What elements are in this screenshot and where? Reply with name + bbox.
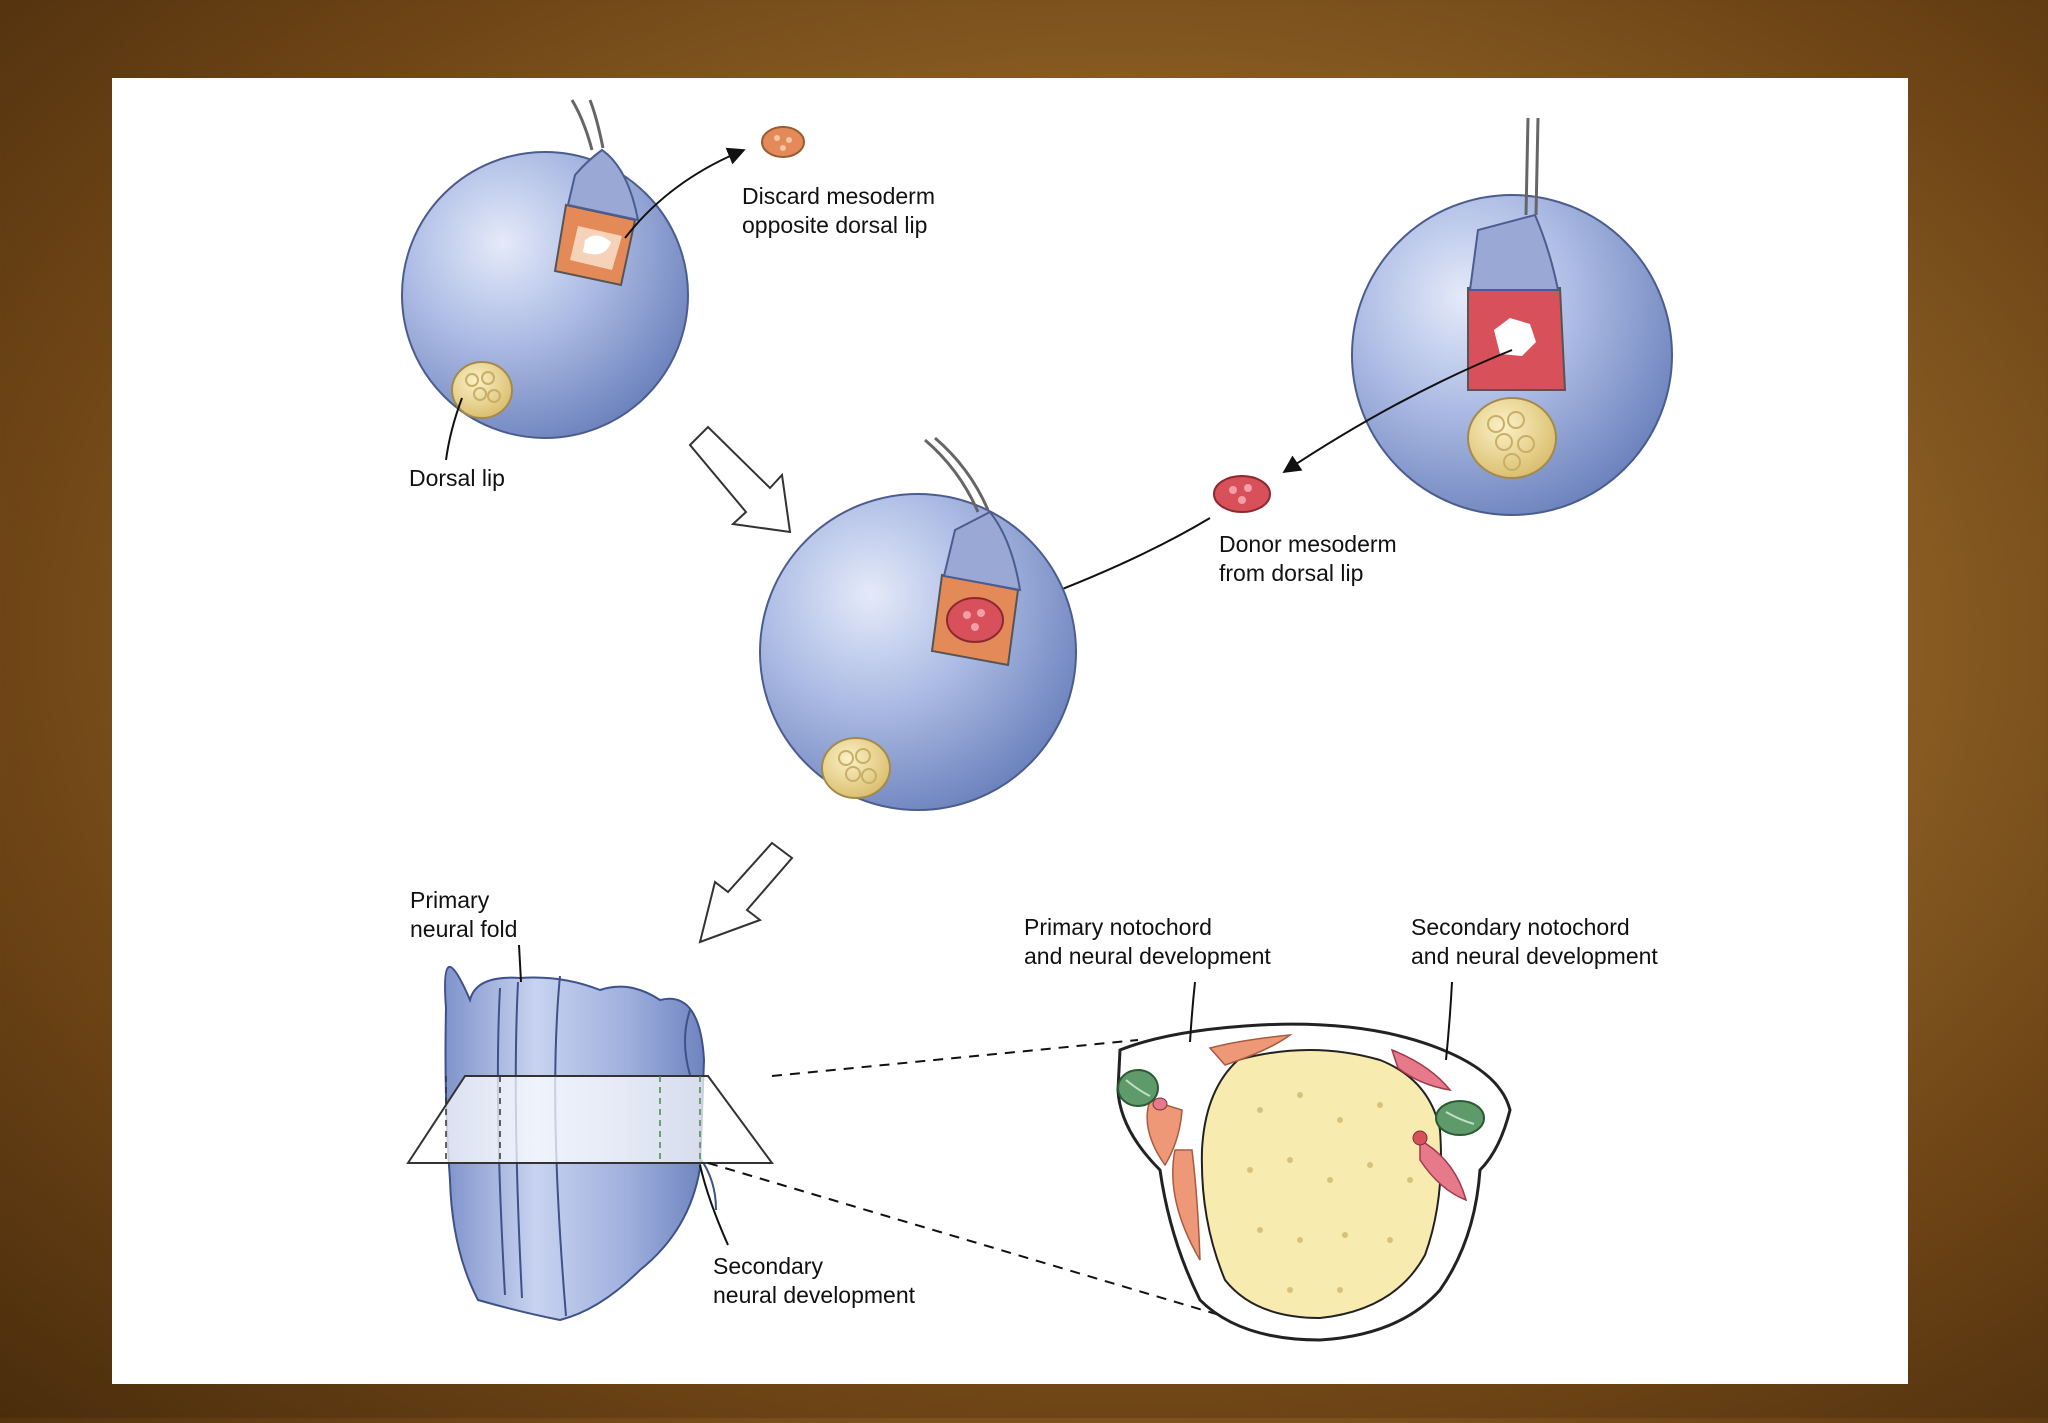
label-secondary-notochord: Secondary notochord and neural developme…	[1411, 914, 1658, 969]
discard-arrow-icon	[624, 147, 746, 239]
donor-mesoderm-icon	[1213, 475, 1271, 513]
embryo-donor-icon	[1351, 117, 1673, 516]
label-primary-neural-fold: Primary neural fold	[410, 887, 518, 942]
secondary-notochord-leader	[1445, 981, 1453, 1061]
embryo-host-after-icon	[759, 436, 1077, 811]
label-primary-notochord: Primary notochord and neural development	[1024, 914, 1271, 969]
double-embryo-icon	[406, 965, 774, 1322]
label-discard-mesoderm: Discard mesoderm opposite dorsal lip	[742, 183, 935, 238]
embryo-host-before-icon	[401, 99, 689, 439]
dorsal-lip-leader	[445, 397, 463, 461]
projection-line-bottom	[707, 1162, 1244, 1323]
discarded-mesoderm-icon	[761, 126, 805, 158]
cross-section-icon	[1116, 1022, 1512, 1342]
secondary-neural-leader	[699, 1164, 729, 1246]
projection-line-top	[771, 1039, 1139, 1077]
primary-fold-leader	[518, 944, 522, 983]
label-secondary-neural: Secondary neural development	[713, 1253, 916, 1308]
hollow-arrow-icon-2	[698, 841, 794, 944]
label-dorsal-lip: Dorsal lip	[409, 465, 505, 491]
hollow-arrow-icon-1	[688, 425, 792, 534]
primary-notochord-leader	[1189, 981, 1196, 1043]
donor-arrow-icon	[1282, 349, 1513, 473]
label-donor-mesoderm: Donor mesoderm from dorsal lip	[1219, 531, 1397, 586]
